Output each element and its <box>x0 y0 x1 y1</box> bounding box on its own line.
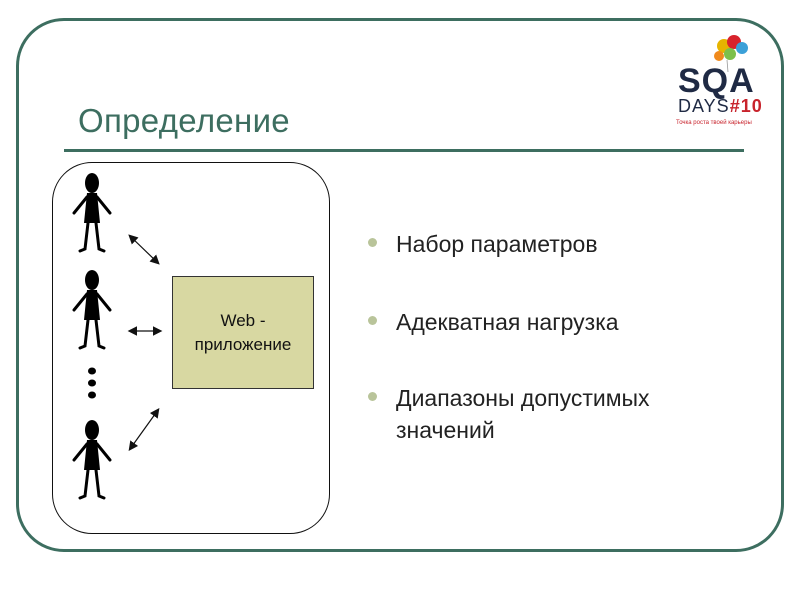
bullet-item: Адекватная нагрузка <box>366 306 746 338</box>
title-divider <box>64 149 744 152</box>
bullet-item: Диапазоны допустимых значений <box>366 382 746 446</box>
bullet-text: Набор параметров <box>396 231 598 257</box>
person-icon <box>72 418 112 500</box>
diagram-frame <box>52 162 330 534</box>
web-app-box: Web - приложение <box>172 276 314 389</box>
logo-number: #10 <box>729 96 763 116</box>
bullet-dot-icon <box>368 238 377 247</box>
person-icon <box>72 268 112 350</box>
logo-tagline: Точка роста твоей карьеры <box>676 120 752 126</box>
person-icon <box>72 171 112 253</box>
sqa-days-logo: SQA DAYS#10 Точка роста твоей карьеры <box>672 32 772 132</box>
logo-days: DAYS#10 <box>678 96 763 117</box>
logo-word: SQA <box>678 62 755 100</box>
slide-frame <box>16 18 784 552</box>
bullet-dot-icon <box>368 392 377 401</box>
bullet-item: Набор параметров <box>366 228 746 260</box>
ellipsis-dots <box>88 367 96 399</box>
bullet-dot-icon <box>368 316 377 325</box>
arrow-bottom <box>128 408 160 451</box>
arrow-top <box>128 234 160 265</box>
balloons-icon <box>714 35 748 72</box>
bullet-text: Адекватная нагрузка <box>396 309 619 335</box>
page-title: Определение <box>78 102 290 139</box>
bullet-list: Набор параметров Адекватная нагрузка Диа… <box>366 228 746 446</box>
bullet-text: Диапазоны допустимых значений <box>396 385 650 443</box>
web-app-label: Web - приложение <box>194 310 292 354</box>
logo-days-text: DAYS <box>678 96 730 116</box>
